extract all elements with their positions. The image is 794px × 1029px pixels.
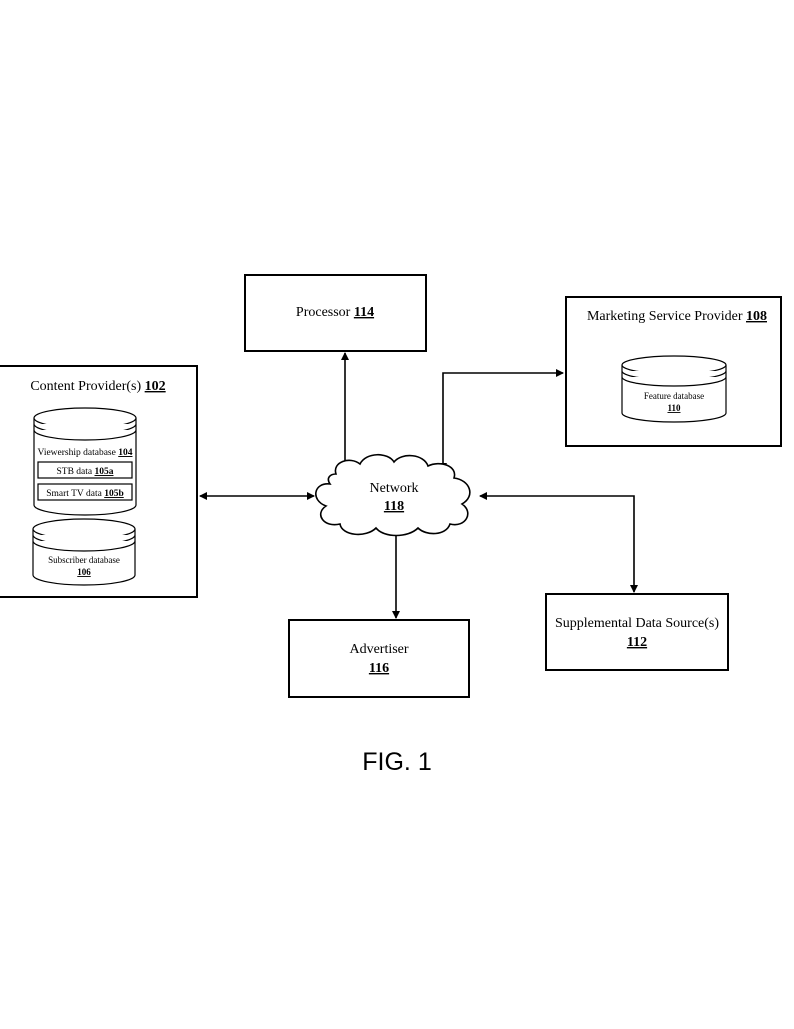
figure-caption: FIG. 1 bbox=[362, 748, 432, 776]
arrow-marketing-network bbox=[439, 369, 564, 471]
network-label: Network bbox=[370, 481, 419, 496]
viewership-database: Viewership database 104 STB data 105a Sm… bbox=[33, 407, 137, 516]
subscriber-database: Subscriber database 106 bbox=[32, 518, 136, 586]
network-number: 118 bbox=[384, 499, 404, 514]
supplemental-data-source-label: Supplemental Data Source(s) bbox=[555, 616, 719, 631]
subscriber-database-number: 106 bbox=[77, 567, 91, 577]
smart-tv-data-label: Smart TV data 105b bbox=[46, 489, 124, 499]
marketing-service-provider-label: Marketing Service Provider 108 bbox=[587, 309, 767, 324]
viewership-database-label: Viewership database 104 bbox=[38, 448, 133, 458]
supplemental-data-source-block: Supplemental Data Source(s) 112 bbox=[545, 593, 729, 671]
content-provider-block: Content Provider(s) 102 Viewership datab… bbox=[0, 365, 198, 598]
feature-database-number: 110 bbox=[667, 403, 681, 413]
advertiser-label: Advertiser bbox=[349, 642, 408, 657]
supplemental-data-source-number: 112 bbox=[627, 635, 647, 650]
marketing-service-provider-block: Marketing Service Provider 108 Feature d… bbox=[565, 296, 782, 447]
advertiser-block: Advertiser 116 bbox=[288, 619, 470, 698]
processor-block: Processor 114 bbox=[244, 274, 427, 352]
feature-database-label: Feature database bbox=[644, 391, 704, 401]
subscriber-database-label: Subscriber database bbox=[48, 555, 120, 565]
stb-data-label: STB data 105a bbox=[57, 467, 114, 477]
arrow-supplemental-network bbox=[479, 492, 638, 593]
processor-label: Processor 114 bbox=[296, 305, 374, 320]
network-cloud: Network 118 bbox=[315, 453, 471, 537]
content-provider-label: Content Provider(s) 102 bbox=[30, 379, 165, 394]
feature-database: Feature database 110 bbox=[621, 355, 727, 423]
connectors bbox=[199, 352, 638, 619]
advertiser-number: 116 bbox=[369, 661, 389, 676]
